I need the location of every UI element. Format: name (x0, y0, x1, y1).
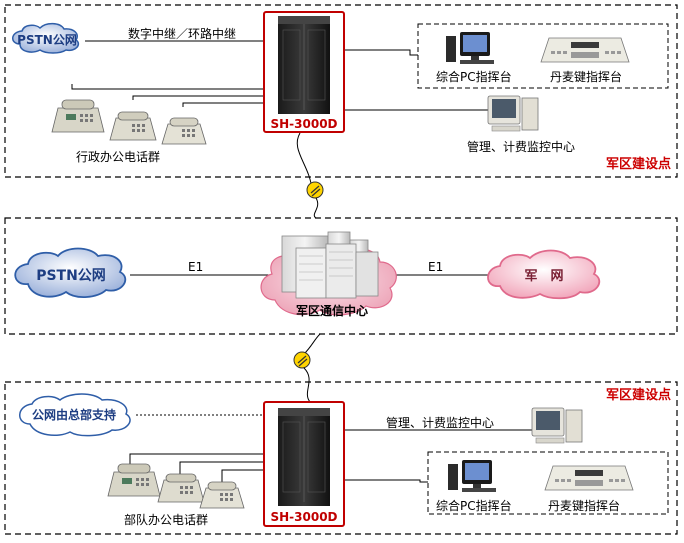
lightning-link-icon (310, 185, 321, 197)
lightning-link-icon (297, 355, 308, 367)
army-phones-group[interactable]: 部队办公电话群 (107, 463, 245, 527)
key-console-icon (540, 37, 630, 63)
cloud-icon (19, 393, 131, 437)
bottom-key-console[interactable]: 丹麦键指挥台 (544, 465, 634, 513)
hq-support-cloud[interactable]: 公网由总部支持 (19, 393, 131, 437)
office-phones-label: 行政办公电话群 (76, 149, 160, 164)
bottom-pc-console-label: 综合PC指挥台 (436, 498, 512, 513)
top-switch-label: SH-3000D (270, 117, 337, 131)
desk-phone-icon (199, 481, 245, 509)
bottom-links (129, 414, 540, 485)
top-monitor-center-label: 管理、计费监控中心 (467, 139, 575, 154)
bottom-console-frame (427, 451, 669, 515)
military-net-cloud[interactable]: 军 网 (487, 249, 601, 300)
top-pc-console-label: 综合PC指挥台 (436, 69, 512, 84)
desk-phone-icon (107, 463, 161, 497)
desk-phone-icon (51, 99, 105, 133)
comm-center[interactable]: 军区通信中心 (260, 231, 397, 318)
comm-center-label: 军区通信中心 (296, 303, 368, 318)
top-pstn-cloud[interactable]: PSTN公网 (12, 22, 80, 54)
pc-workstation-icon (531, 407, 583, 444)
top-link-badge (306, 181, 324, 199)
desk-phone-icon (109, 111, 157, 141)
top-pstn-label: PSTN公网 (17, 33, 77, 47)
bottom-site-frame (4, 381, 678, 535)
bottom-switch-label: SH-3000D (270, 510, 337, 524)
cloud-icon (14, 247, 127, 298)
top-site-label: 军区建设点 (606, 156, 671, 172)
military-net-label: 军 网 (524, 269, 563, 284)
server-cabinet-icon (278, 408, 330, 506)
e1-left-label: E1 (188, 260, 203, 274)
key-console-icon (544, 465, 634, 491)
bottom-monitor-center-label: 管理、计费监控中心 (386, 415, 494, 430)
top-key-console[interactable]: 丹麦键指挥台 (540, 37, 630, 84)
cloud-icon (12, 22, 80, 54)
server-rack-icon (281, 231, 379, 299)
pc-workstation-icon (487, 95, 539, 132)
e1-right-label: E1 (428, 260, 443, 274)
bottom-monitor-center[interactable]: 管理、计费监控中心 (386, 407, 583, 444)
server-cabinet-icon (278, 16, 330, 114)
trunk-label: 数字中继／环路中继 (128, 26, 236, 41)
top-links (71, 40, 490, 191)
top-key-console-label: 丹麦键指挥台 (550, 69, 622, 84)
top-switch[interactable]: SH-3000D (263, 11, 345, 133)
middle-frame (4, 217, 678, 335)
hq-support-label: 公网由总部支持 (32, 407, 116, 422)
desk-phone-icon (157, 473, 205, 503)
middle-pstn-cloud[interactable]: PSTN公网 (14, 247, 127, 298)
top-site-frame (4, 4, 678, 178)
desk-phone-icon (161, 117, 207, 145)
bottom-link-badge (293, 351, 311, 369)
office-phones-group[interactable]: 行政办公电话群 (51, 99, 207, 164)
bottom-key-console-label: 丹麦键指挥台 (548, 498, 620, 513)
middle-pstn-label: PSTN公网 (36, 268, 106, 284)
top-console-frame (417, 23, 669, 89)
top-pc-console[interactable]: 综合PC指挥台 (436, 32, 512, 84)
bottom-switch[interactable]: SH-3000D (263, 401, 345, 527)
pc-workstation-icon (448, 460, 496, 492)
cloud-icon (487, 249, 601, 300)
army-phones-label: 部队办公电话群 (124, 512, 208, 527)
pc-workstation-icon (446, 32, 494, 64)
bottom-site-label: 军区建设点 (606, 387, 671, 403)
bottom-pc-console[interactable]: 综合PC指挥台 (436, 460, 512, 513)
top-monitor-center[interactable]: 管理、计费监控中心 (467, 95, 575, 154)
